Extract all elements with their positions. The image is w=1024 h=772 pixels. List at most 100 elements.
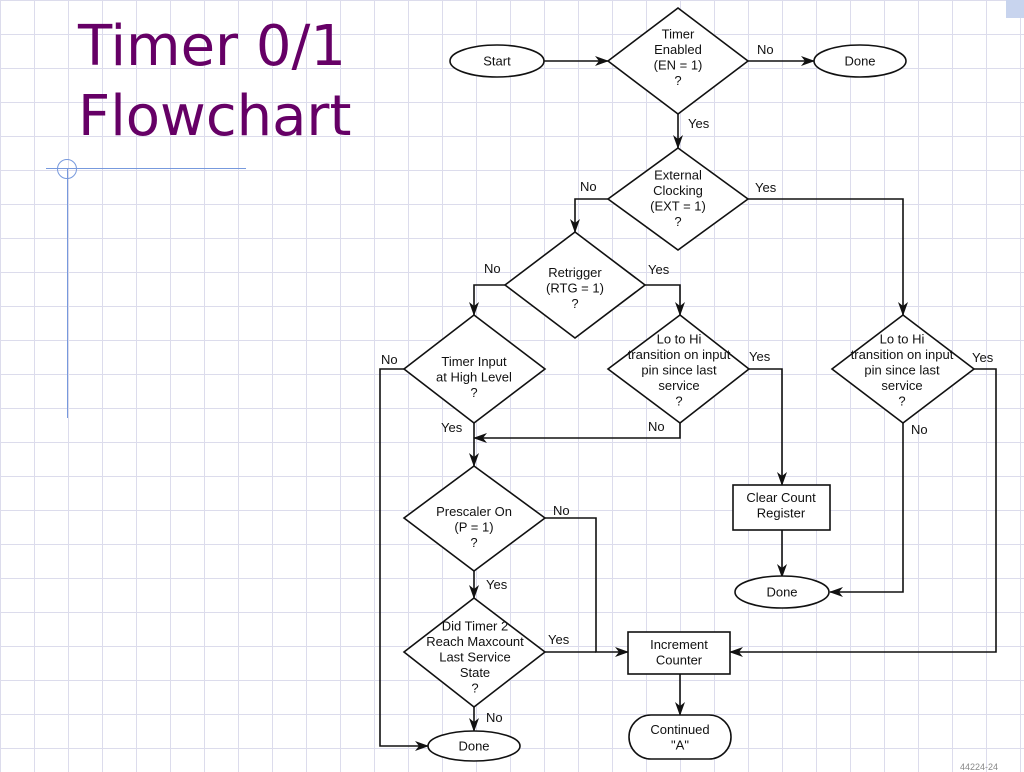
retrigger-text: Retrigger(RTG = 1)? — [546, 265, 604, 311]
text-line: Enabled — [654, 42, 702, 57]
text-line: Counter — [656, 652, 703, 667]
arrow-lhr-no-done — [829, 423, 904, 597]
label-en-no: No — [757, 42, 774, 57]
text-line: Lo to Hi — [657, 332, 702, 347]
text-line: Reach Maxcount — [426, 634, 524, 649]
arrow-lhr-yes-inc — [729, 368, 997, 657]
start-terminal-text: Start — [483, 54, 511, 69]
text-line: ? — [571, 296, 578, 311]
label-pre-no: No — [553, 503, 570, 518]
slide-corner-mark — [1006, 0, 1024, 18]
text-line: ? — [674, 214, 681, 229]
text-line: service — [658, 378, 699, 393]
arrow-ext-no-rtg — [570, 198, 608, 233]
text-line: ? — [470, 535, 477, 550]
text-line: service — [881, 378, 922, 393]
label-pre-yes: Yes — [486, 577, 508, 592]
text-line: pin since last — [864, 363, 940, 378]
text-line: Increment — [650, 637, 708, 652]
text-line: Clocking — [653, 183, 703, 198]
arrow-lhl-yes-clear — [749, 368, 787, 486]
done-middle-terminal: Done — [734, 575, 830, 609]
label-lhl-yes: Yes — [749, 349, 771, 364]
text-line: Continued — [650, 722, 709, 737]
text-line: transition on input — [628, 347, 731, 362]
done-bottom-text: Done — [458, 739, 489, 754]
prescaler-on-decision: Prescaler On(P = 1)? — [402, 465, 547, 573]
done-top-terminal: Done — [813, 44, 907, 78]
text-line: Start — [483, 54, 511, 69]
text-line: Prescaler On — [436, 504, 512, 519]
label-dt2-no: No — [486, 710, 503, 725]
text-line: Done — [766, 585, 797, 600]
label-lhl-no: No — [648, 419, 665, 434]
arrow-ext-yes-lohi-right — [748, 198, 908, 316]
text-line: transition on input — [851, 347, 954, 362]
text-line: Retrigger — [548, 265, 602, 280]
text-line: State — [460, 665, 490, 680]
label-dt2-yes: Yes — [548, 632, 570, 647]
label-tih-no: No — [381, 352, 398, 367]
text-line: (EN = 1) — [654, 57, 703, 72]
continued-text: Continued"A" — [650, 722, 709, 753]
title-underline — [46, 168, 246, 169]
label-lhr-yes: Yes — [972, 350, 994, 365]
text-line: Last Service — [439, 650, 511, 665]
connectors — [379, 56, 997, 751]
arrow-rtg-yes-lohi-left — [645, 284, 685, 316]
text-line: ? — [675, 394, 682, 409]
label-rtg-yes: Yes — [648, 262, 670, 277]
text-line: Done — [844, 54, 875, 69]
label-tih-yes: Yes — [441, 420, 463, 435]
arrow-tih-no-done — [379, 368, 429, 751]
label-lhr-no: No — [911, 422, 928, 437]
text-line: Lo to Hi — [880, 332, 925, 347]
rule-circle-ornament — [57, 159, 77, 179]
text-line: External — [654, 167, 702, 182]
continued-terminal: Continued"A" — [628, 714, 732, 760]
arrow-rtg-no-tih — [469, 284, 505, 316]
start-terminal: Start — [449, 44, 545, 78]
text-line: Timer Input — [441, 354, 507, 369]
text-line: at High Level — [436, 370, 512, 385]
text-line: (P = 1) — [454, 520, 493, 535]
text-line: Timer — [662, 26, 695, 41]
text-line: (EXT = 1) — [650, 198, 706, 213]
text-line: pin since last — [641, 363, 717, 378]
text-line: Did Timer 2 — [442, 619, 508, 634]
prescaler-on-text: Prescaler On(P = 1)? — [436, 504, 512, 550]
retrigger-decision: Retrigger(RTG = 1)? — [503, 230, 647, 340]
slide-title: Timer 0/1 Flowchart — [78, 12, 351, 152]
done-bottom-terminal: Done — [427, 730, 521, 762]
label-en-yes: Yes — [688, 116, 710, 131]
text-line: (RTG = 1) — [546, 281, 604, 296]
branch-labels: No Yes No Yes No Yes No Yes Yes No Yes N… — [381, 42, 994, 725]
slide-title-line-2: Flowchart — [78, 84, 352, 149]
done-top-text: Done — [844, 54, 875, 69]
text-line: ? — [470, 385, 477, 400]
text-line: ? — [674, 73, 681, 88]
left-rule — [67, 168, 68, 418]
text-line: ? — [898, 394, 905, 409]
slide-title-line-1: Timer 0/1 — [78, 14, 346, 79]
done-middle-text: Done — [766, 585, 797, 600]
text-line: ? — [471, 681, 478, 696]
footer-code: 44224-24 — [959, 762, 998, 772]
